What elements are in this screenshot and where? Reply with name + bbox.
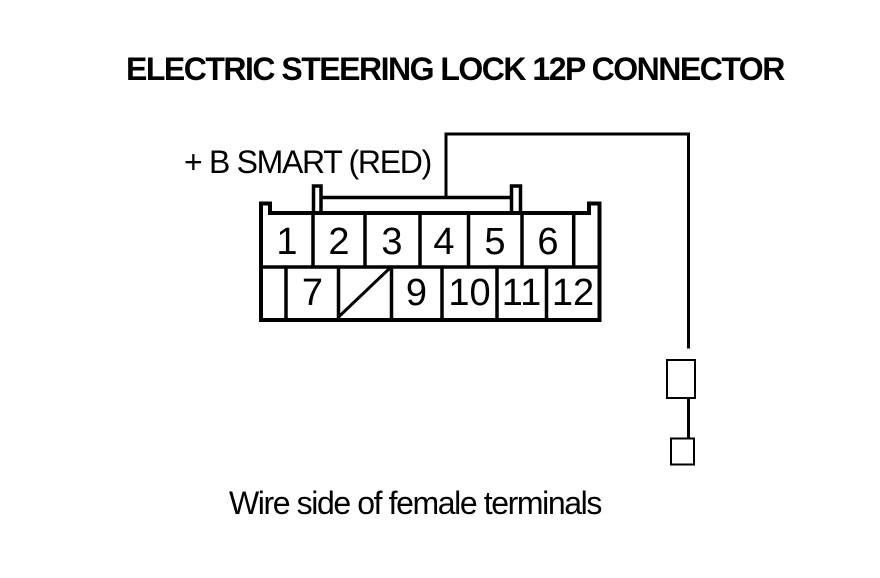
diagram-title: ELECTRIC STEERING LOCK 12P CONNECTOR <box>126 51 785 87</box>
pin-9-label: 9 <box>406 272 427 314</box>
pin-10-label: 10 <box>448 272 490 314</box>
pin-2-label: 2 <box>328 221 349 263</box>
pin-3-label: 3 <box>381 221 402 263</box>
pin-11-label: 11 <box>502 272 541 314</box>
pin-5-label: 5 <box>484 221 505 263</box>
pin-6-label: 6 <box>537 221 558 263</box>
connector-shell-outline <box>259 201 602 322</box>
caption-wire-side: Wire side of female terminals <box>229 485 602 521</box>
wire-label-b-smart: + B SMART (RED) <box>184 144 432 180</box>
pin-12-label: 12 <box>552 272 594 314</box>
wire-terminal-box-small <box>670 437 695 466</box>
wire-terminal-box-large <box>666 359 696 399</box>
pin-8-missing-slash <box>337 266 392 319</box>
pin-4-label: 4 <box>433 221 454 263</box>
pin-1-label: 1 <box>276 221 297 263</box>
pin-7-label: 7 <box>302 272 323 314</box>
connector-latch-tab-right <box>509 184 523 213</box>
connector-latch-tab-left <box>311 184 323 213</box>
wire-trace <box>444 132 690 349</box>
